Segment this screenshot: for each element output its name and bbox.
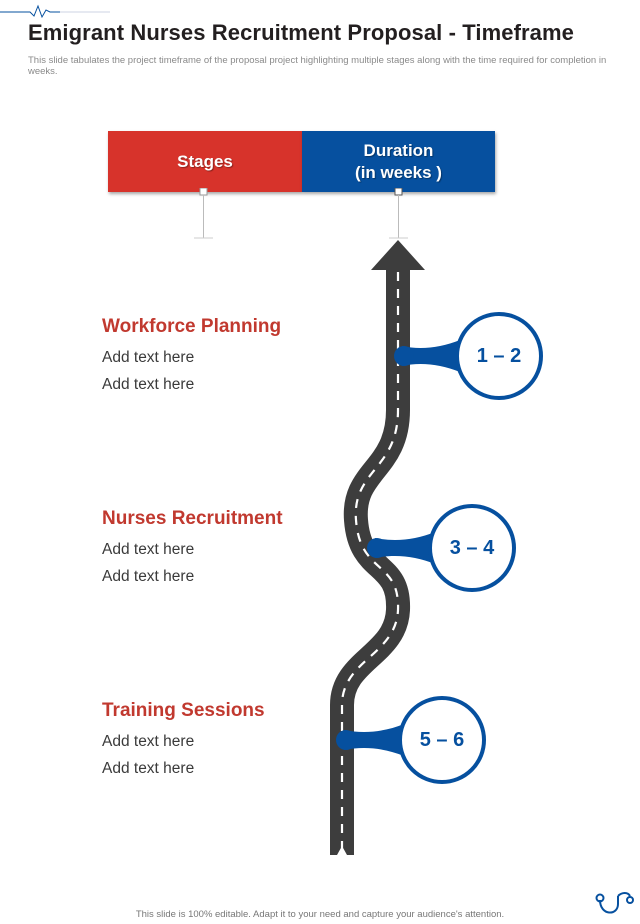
stages-header-label: Stages — [177, 151, 233, 171]
duration-value: 3 – 4 — [449, 536, 495, 559]
header-connectors — [194, 188, 408, 239]
duration-header-line2: (in weeks ) — [355, 162, 442, 182]
stage-title: Workforce Planning — [102, 316, 282, 337]
heartbeat-line-icon — [0, 4, 110, 19]
page-subtitle: This slide tabulates the project timefra… — [28, 55, 607, 77]
duration-bubble: 3 – 4 — [428, 504, 516, 592]
stage-nurses-recruitment: Nurses Recruitment Add text here Add tex… — [102, 508, 342, 590]
duration-value: 1 – 2 — [476, 344, 522, 367]
stage-text-1: Add text here — [102, 349, 195, 366]
duration-bubble: 5 – 6 — [398, 696, 486, 784]
footer-note: This slide is 100% editable. Adapt it to… — [135, 909, 505, 920]
duration-bubble: 1 – 2 — [455, 312, 543, 400]
stage-title: Nurses Recruitment — [102, 508, 283, 529]
stage-training-sessions: Training Sessions Add text here Add text… — [102, 700, 342, 782]
stage-title: Training Sessions — [102, 700, 265, 721]
duration-value: 5 – 6 — [419, 728, 465, 751]
stage-text-2: Add text here — [102, 568, 195, 585]
page-title: Emigrant Nurses Recruitment Proposal - T… — [28, 20, 574, 45]
stethoscope-icon — [595, 892, 634, 914]
stage-text-2: Add text here — [102, 760, 195, 777]
duration-header: Duration (in weeks ) — [302, 131, 495, 192]
stages-header: Stages — [108, 131, 302, 192]
stage-text-1: Add text here — [102, 733, 195, 750]
stage-workforce-planning: Workforce Planning Add text here Add tex… — [102, 316, 342, 398]
stage-text-2: Add text here — [102, 376, 195, 393]
stage-text-1: Add text here — [102, 541, 195, 558]
duration-header-line1: Duration — [363, 140, 434, 160]
